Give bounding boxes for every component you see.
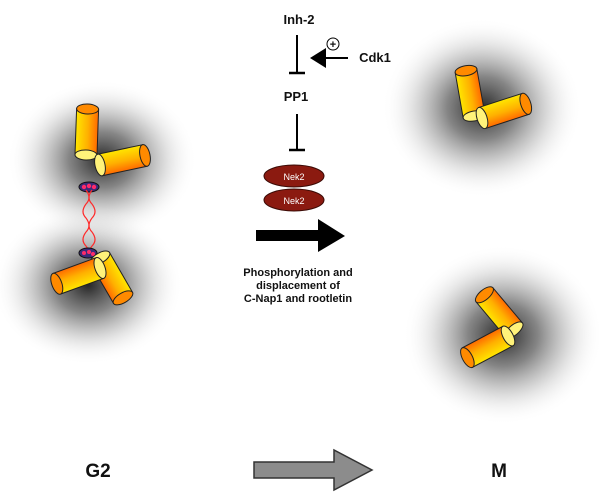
phase-label-m: M [491, 461, 507, 482]
nek2-action-arrow [256, 219, 345, 252]
nek2-dimer [263, 164, 325, 212]
phase-transition-arrow [253, 448, 374, 492]
caption-line-1: Phosphorylation and [243, 267, 352, 279]
caption-line-2: displacement of [256, 280, 340, 292]
nek2-bottom-label: Nek2 [283, 196, 304, 206]
inh2-label: Inh-2 [283, 12, 314, 27]
cdk1-label: Cdk1 [359, 50, 391, 65]
rootletin-linker [82, 189, 96, 259]
centriole-pair-g2-top [74, 103, 153, 193]
nek2-top-label: Nek2 [283, 172, 304, 182]
centriole-pair-g2-bottom [47, 247, 136, 309]
halo-g2-bottom [0, 205, 183, 365]
caption-line-3: C-Nap1 and rootletin [244, 293, 352, 305]
plus-sign-circle [326, 37, 340, 51]
pp1-label: PP1 [284, 89, 309, 104]
plus-sign: + [330, 39, 336, 51]
phase-label-g2: G2 [85, 461, 110, 482]
